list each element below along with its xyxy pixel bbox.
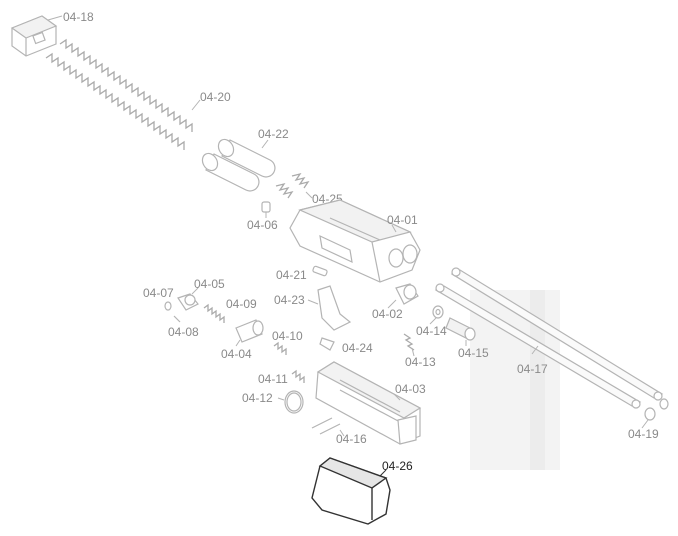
label-04-05[interactable]: 04-05: [194, 277, 225, 291]
label-04-24[interactable]: 04-24: [342, 341, 373, 355]
part-04-16-pins[interactable]: [311, 417, 341, 435]
label-04-17[interactable]: 04-17: [517, 362, 548, 376]
leader-04-22: [261, 139, 269, 149]
leader-04-16: [339, 429, 345, 437]
label-04-01[interactable]: 04-01: [387, 213, 418, 227]
part-04-13-screw[interactable]: [403, 333, 415, 351]
label-04-04[interactable]: 04-04: [221, 347, 252, 361]
leader-04-02: [387, 299, 397, 309]
part-04-09-spring[interactable]: [203, 303, 225, 323]
part-04-03-bolt-carrier[interactable]: [315, 361, 422, 445]
part-04-11-spring[interactable]: [291, 369, 305, 383]
part-04-24-pins[interactable]: [319, 337, 335, 351]
label-04-18[interactable]: 04-18: [63, 10, 94, 24]
part-04-18-block[interactable]: [10, 15, 58, 57]
label-04-26[interactable]: 04-26: [382, 459, 413, 473]
label-04-02[interactable]: 04-02: [372, 307, 403, 321]
leader-04-19: [641, 419, 649, 429]
label-04-22[interactable]: 04-22: [258, 127, 289, 141]
part-04-04-plunger[interactable]: [235, 319, 264, 343]
leader-04-05: [191, 287, 199, 295]
label-04-10[interactable]: 04-10: [272, 329, 303, 343]
label-04-15[interactable]: 04-15: [458, 346, 489, 360]
leader-04-18: [47, 15, 63, 21]
label-04-13[interactable]: 04-13: [405, 355, 436, 369]
part-04-20-springs[interactable]: [45, 38, 193, 150]
watermark: [470, 290, 560, 470]
leader-04-23: [307, 299, 319, 305]
label-04-23[interactable]: 04-23: [274, 293, 305, 307]
part-04-19-washers[interactable]: [644, 398, 669, 421]
label-04-19[interactable]: 04-19: [628, 427, 659, 441]
part-04-05-knob[interactable]: [177, 293, 199, 311]
part-04-07[interactable]: [164, 301, 172, 311]
label-04-20[interactable]: 04-20: [200, 90, 231, 104]
part-04-22-cylinders[interactable]: [199, 137, 276, 192]
label-04-16[interactable]: 04-16: [336, 432, 367, 446]
leader-04-20: [191, 99, 201, 111]
part-04-26-block[interactable]: [311, 457, 391, 525]
part-04-25-springs[interactable]: [275, 172, 310, 199]
leader-04-04: [235, 339, 241, 347]
leader-04-17: [531, 345, 539, 355]
label-04-21[interactable]: 04-21: [276, 268, 307, 282]
label-04-11[interactable]: 04-11: [258, 372, 288, 386]
leader-04-14: [429, 317, 437, 325]
leader-04-25: [305, 191, 313, 199]
leader-04-13: [411, 347, 415, 357]
part-04-02[interactable]: [395, 283, 419, 305]
part-04-15-bolt[interactable]: [445, 317, 476, 341]
leader-04-03: [393, 393, 401, 401]
part-04-23-bracket[interactable]: [317, 285, 352, 331]
label-04-12[interactable]: 04-12: [242, 391, 273, 405]
part-04-10-spring[interactable]: [273, 341, 287, 355]
leader-04-12: [277, 397, 285, 401]
part-04-06-screw[interactable]: [261, 201, 271, 213]
label-04-09[interactable]: 04-09: [226, 297, 257, 311]
part-04-01-main-body[interactable]: [289, 199, 421, 283]
leader-04-01: [391, 224, 397, 233]
label-04-03[interactable]: 04-03: [395, 382, 426, 396]
part-04-08-pin[interactable]: [173, 315, 181, 323]
part-04-14-washer[interactable]: [432, 305, 444, 319]
label-04-14[interactable]: 04-14: [416, 324, 447, 338]
label-04-08[interactable]: 04-08: [168, 325, 199, 339]
label-04-06[interactable]: 04-06: [247, 218, 278, 232]
leader-04-26: [379, 469, 387, 477]
part-04-12-o-ring[interactable]: [284, 390, 304, 414]
label-04-07[interactable]: 04-07: [143, 286, 174, 300]
part-04-21-pin[interactable]: [312, 265, 328, 277]
